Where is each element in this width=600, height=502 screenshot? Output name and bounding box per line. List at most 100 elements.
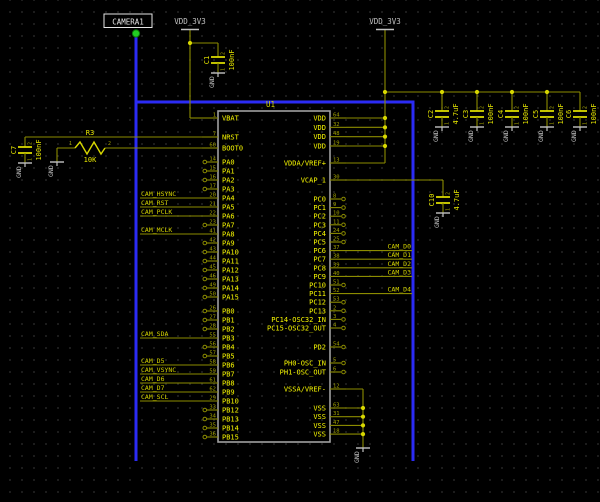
cap-value[interactable]: 100nF <box>590 103 598 124</box>
net-label-cam_hsync[interactable]: CAM_HSYNC <box>141 190 176 198</box>
cap-ref[interactable]: C5 <box>532 110 540 118</box>
gnd-symbol[interactable]: GND <box>15 162 32 178</box>
cap-ref[interactable]: C1 <box>203 56 211 64</box>
cap-ref[interactable]: C3 <box>462 110 470 118</box>
pin-vssavref-[interactable]: VSSA/VREF-12 <box>284 384 346 394</box>
cap-ref[interactable]: C4 <box>497 110 505 118</box>
cap-value[interactable]: 100nF <box>35 139 43 160</box>
net-label-cam_d3[interactable]: CAM_D3 <box>388 268 412 276</box>
power-flag-vdd-3v3[interactable]: VDD_3V3 <box>174 17 206 31</box>
ic-ref[interactable]: U1 <box>266 100 275 109</box>
net-label-cam_d0[interactable]: CAM_D0 <box>388 243 412 251</box>
net-label-cam_vsync[interactable]: CAM_VSYNC <box>141 366 176 374</box>
net-label-cam_scl[interactable]: CAM_SCL <box>141 393 168 401</box>
net-label-cam_sda[interactable]: CAM_SDA <box>141 330 168 338</box>
cap-value[interactable]: 100nF <box>228 49 236 70</box>
power-flag-vdd-3v3[interactable]: VDD_3V3 <box>369 17 401 31</box>
cap-ref[interactable]: C7 <box>10 146 18 154</box>
cap-value[interactable]: 100nF <box>522 103 530 124</box>
cap-value[interactable]: 4.7uF <box>452 103 460 124</box>
cap-value[interactable]: 100nF <box>557 103 565 124</box>
hier-label-text[interactable]: CAMERA1 <box>112 18 144 27</box>
net-label-cam_d4[interactable]: CAM_D4 <box>388 286 412 294</box>
gnd-symbol[interactable]: GND <box>502 126 519 142</box>
gnd-symbol[interactable]: GND <box>570 126 587 142</box>
net-label-cam_d1[interactable]: CAM_D1 <box>388 251 412 259</box>
pin-vddavref[interactable]: VDDA/VREF+13 <box>284 158 346 168</box>
net-label-cam_rst[interactable]: CAM_RST <box>141 199 168 207</box>
gnd-symbol[interactable]: GND <box>353 447 370 463</box>
gnd-symbol[interactable]: GND <box>537 126 554 142</box>
gnd-symbol[interactable]: GND <box>433 212 450 228</box>
resistor-value[interactable]: 10K <box>84 156 97 164</box>
gnd-symbol[interactable]: GND <box>432 126 449 142</box>
cap-value[interactable]: 4.7uF <box>453 189 461 210</box>
net-label-cam_d2[interactable]: CAM_D2 <box>388 260 412 268</box>
net-label-cam_d6[interactable]: CAM_D6 <box>141 375 165 383</box>
resistor-ref[interactable]: R3 <box>86 129 94 137</box>
gnd-symbol[interactable]: GND <box>467 126 484 142</box>
